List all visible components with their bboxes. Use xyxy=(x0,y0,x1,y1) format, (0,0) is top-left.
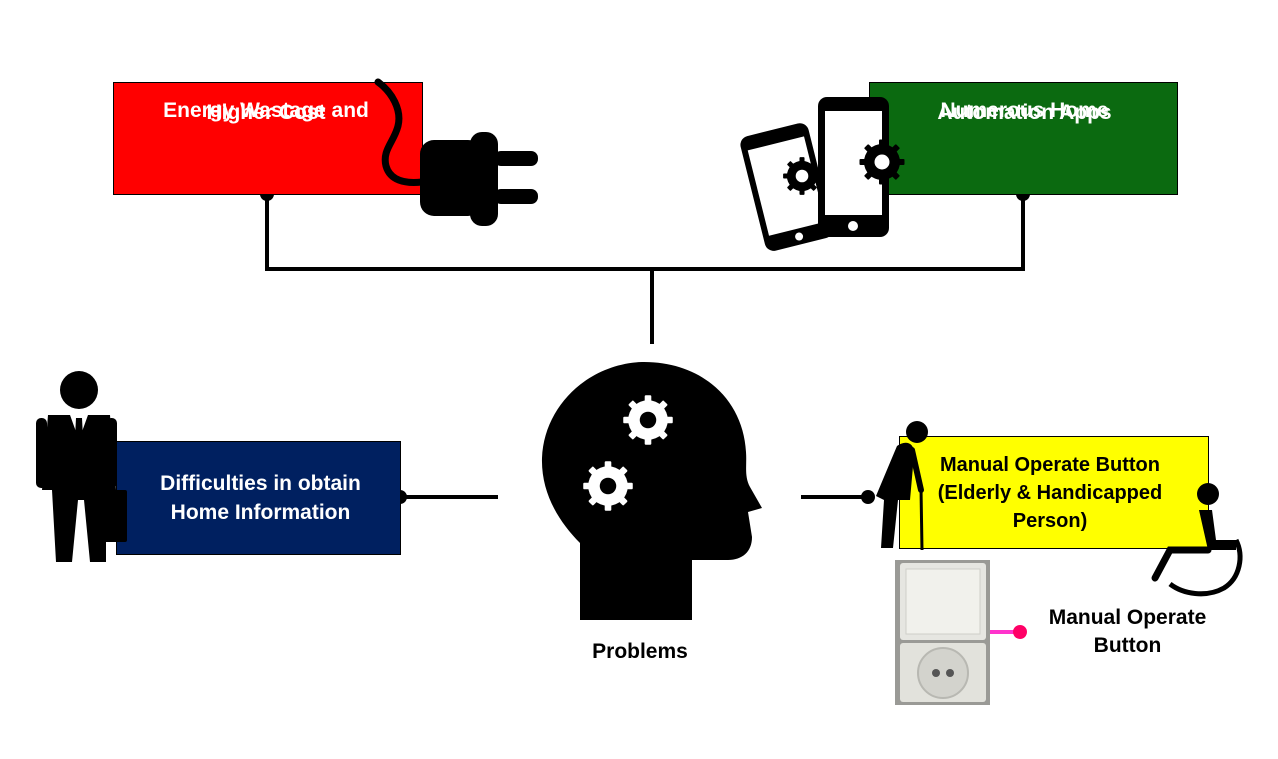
button-label-line-1: Manual Operate xyxy=(1048,606,1207,629)
businessman-icon xyxy=(36,371,127,562)
energy-line-1: Energy Wastage and xyxy=(163,99,369,122)
manual-line-3: Person) xyxy=(1012,509,1088,532)
apps-line-1: Numerous Home xyxy=(940,99,1109,122)
info-line-1: Difficulties in obtain xyxy=(160,472,361,495)
elderly-person-icon xyxy=(876,421,928,551)
energy-line-2: Higher Cost xyxy=(206,101,326,124)
wall-switch-socket-icon xyxy=(895,560,990,705)
connector-top-tree xyxy=(265,194,1025,271)
button-link xyxy=(990,625,1027,639)
manual-button-label: Manual Operate Button xyxy=(1010,604,1245,660)
manual-line-1: Manual Operate Button xyxy=(939,453,1160,476)
info-line-2: Home Information xyxy=(170,501,351,524)
wheelchair-icon xyxy=(1151,483,1243,597)
head-gears-icon xyxy=(541,361,762,620)
manual-line-2: (Elderly & Handicapped xyxy=(937,481,1163,504)
manual-operate-box: Manual Operate Button (Elderly & Handicap… xyxy=(899,436,1209,549)
smartphone-gears-icon xyxy=(740,97,905,251)
problems-label: Problems xyxy=(592,640,688,663)
connectors xyxy=(265,194,1025,499)
apps-line-2: Automation Apps xyxy=(937,101,1112,124)
button-label-line-2: Button xyxy=(1093,634,1162,657)
power-plug-icon xyxy=(374,78,538,226)
